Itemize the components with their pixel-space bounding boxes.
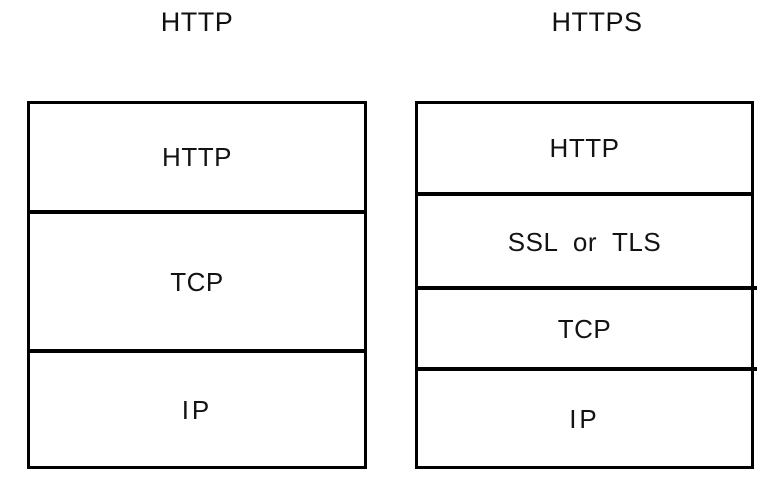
layer-http-application: HTTP (30, 104, 364, 210)
layer-divider (29, 210, 365, 214)
layer-https-transport: TCP (418, 290, 751, 367)
layer-http-network: IP (30, 353, 364, 466)
layer-divider (417, 367, 757, 371)
layer-label: IP (569, 403, 600, 434)
layer-label: HTTP (162, 142, 232, 172)
protocol-stack-http: HTTP TCP IP (27, 101, 367, 469)
stack-title-http: HTTP (160, 7, 234, 37)
layer-divider (417, 286, 757, 290)
protocol-stack-https: HTTP SSL or TLS TCP IP (415, 101, 757, 469)
layer-divider (417, 192, 752, 196)
layer-http-transport: TCP (30, 214, 364, 349)
layer-label: TCP (170, 266, 224, 297)
layer-label: IP (181, 394, 213, 425)
layer-divider (29, 349, 365, 353)
layer-https-security: SSL or TLS (418, 196, 751, 288)
layer-https-application: HTTP (418, 104, 751, 192)
layer-label: SSL or TLS (507, 227, 662, 257)
layer-label: HTTP (549, 133, 620, 163)
layer-label: TCP (557, 313, 612, 344)
stack-title-https: HTTPS (551, 7, 643, 37)
layer-https-network: IP (418, 371, 751, 466)
